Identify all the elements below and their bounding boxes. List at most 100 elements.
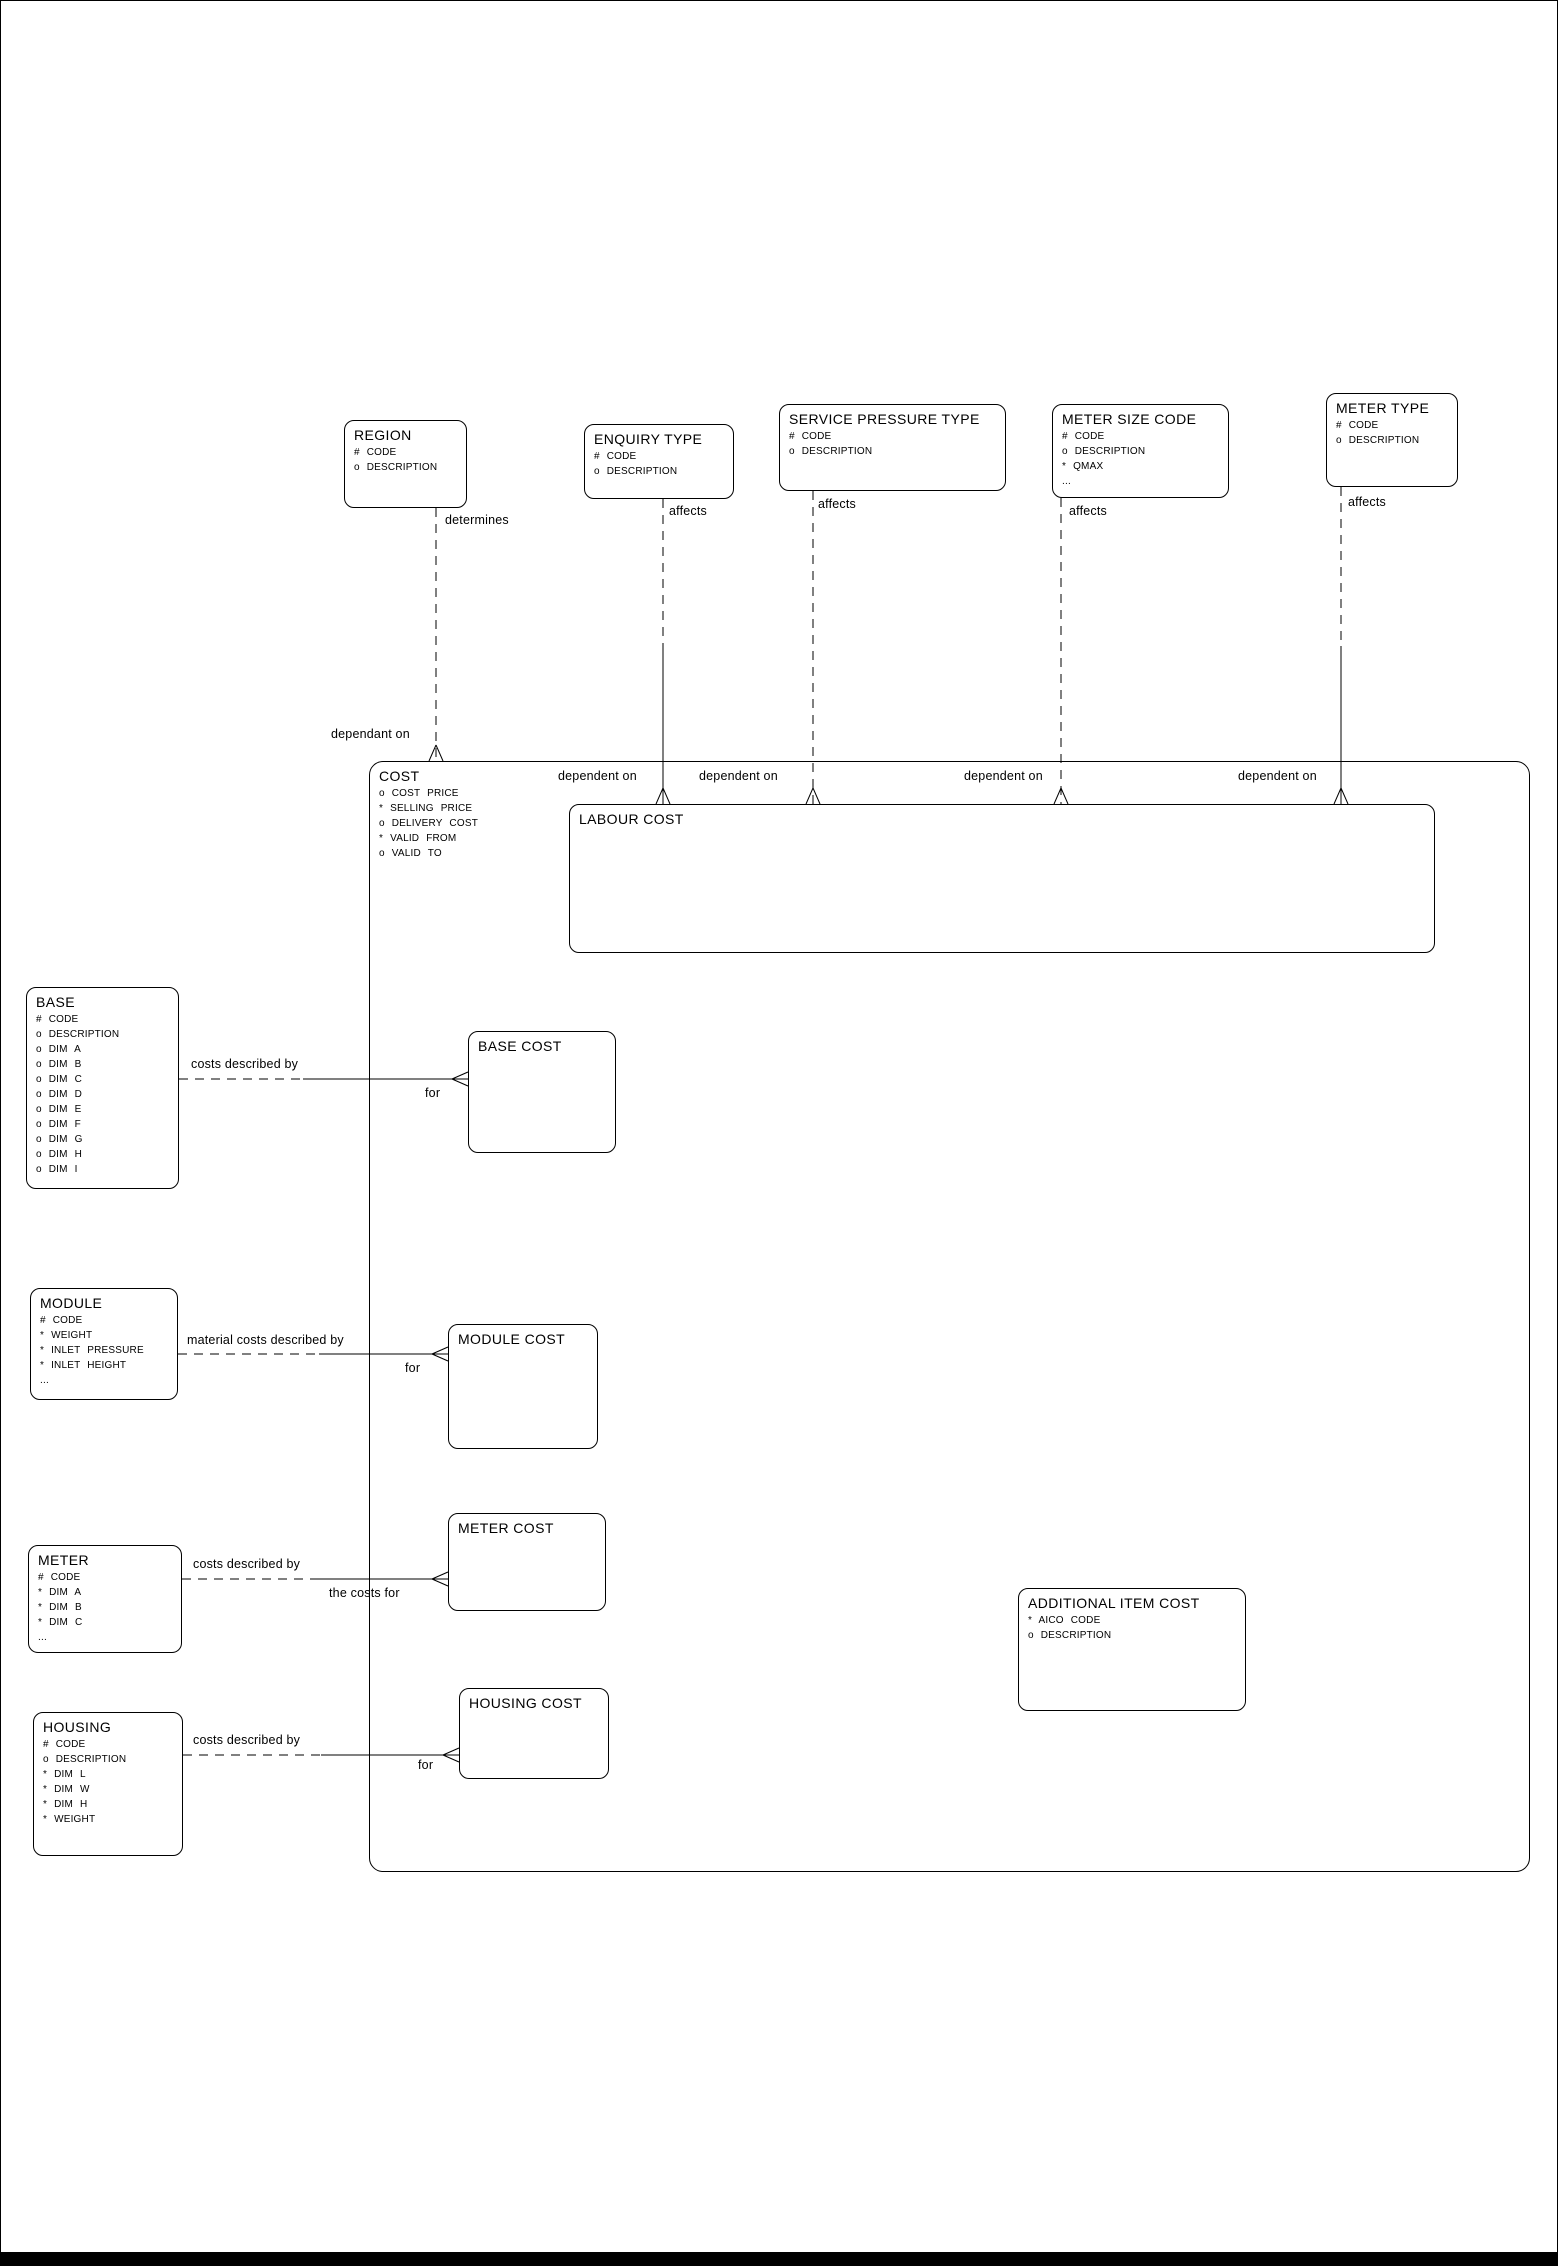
entity-title: METER COST	[458, 1520, 554, 1536]
relationship-label-affects-service: affects	[818, 497, 856, 511]
entity-attribute: o DESCRIPTION	[1028, 1630, 1112, 1641]
window-bottom-edge	[1, 2252, 1557, 2265]
entity-attribute: * DIM W	[43, 1784, 90, 1795]
entity-base[interactable]: BASE # CODE o DESCRIPTION o DIM A o DIM B o …	[26, 987, 179, 1189]
connector-region-cost	[428, 508, 444, 762]
entity-attribute: o DESCRIPTION	[594, 466, 678, 477]
entity-attribute: o DIM G	[36, 1134, 83, 1145]
entity-attribute: o DIM E	[36, 1104, 82, 1115]
entity-attribute: o DESCRIPTION	[43, 1754, 127, 1765]
entity-meter[interactable]: METER # CODE* DIM A* DIM B* DIM C...	[28, 1545, 182, 1653]
entity-module-cost[interactable]: MODULE COST	[448, 1324, 598, 1449]
entity-housing[interactable]: HOUSING # CODE o DESCRIPTION * DIM L * DIM …	[33, 1712, 183, 1856]
relationship-label-module-costs-described-by: material costs described by	[187, 1333, 344, 1347]
entity-attribute-list: # CODE o DESCRIPTION * DIM L * DIM W * DIM H…	[43, 1737, 173, 1827]
entity-attribute: o DIM C	[36, 1074, 83, 1085]
entity-attribute: * INLET PRESSURE	[40, 1345, 144, 1356]
relationship-label-dependant-on: dependant on	[331, 727, 410, 741]
entity-attribute: ...	[40, 1375, 49, 1386]
entity-attribute: # CODE	[1062, 431, 1105, 442]
entity-module[interactable]: MODULE # CODE * WEIGHT * INLET PRESSURE * I…	[30, 1288, 178, 1400]
entity-attribute: * INLET HEIGHT	[40, 1360, 127, 1371]
entity-title: SERVICE PRESSURE TYPE	[789, 411, 980, 427]
entity-attribute-list: # CODE o DESCRIPTION o DIM A o DIM B o DIM C…	[36, 1012, 169, 1177]
relationship-label-base-for: for	[425, 1086, 441, 1100]
entity-title: BASE	[36, 994, 75, 1010]
relationship-label-dependent-on-enquiry: dependent on	[558, 769, 637, 783]
entity-title: LABOUR COST	[579, 811, 684, 827]
entity-title: MODULE COST	[458, 1331, 566, 1347]
entity-attribute: * DIM C	[38, 1617, 83, 1628]
entity-attribute: o DESCRIPTION	[354, 462, 438, 473]
relationship-label-affects-meter-size: affects	[1069, 504, 1107, 518]
entity-title: MODULE	[40, 1295, 103, 1311]
relationship-label-housing-for: for	[418, 1758, 434, 1772]
relationship-label-meter-costs-described-by: costs described by	[193, 1557, 301, 1571]
relationship-label-affects-meter-type: affects	[1348, 495, 1386, 509]
entity-title: COST	[379, 768, 420, 784]
relationship-label-dependent-on-service: dependent on	[699, 769, 778, 783]
entity-attribute: o DIM F	[36, 1119, 81, 1130]
entity-base-cost[interactable]: BASE COST	[468, 1031, 616, 1153]
entity-attribute: ...	[1062, 476, 1071, 487]
entity-housing-cost[interactable]: HOUSING COST	[459, 1688, 609, 1779]
entity-attribute: o DESCRIPTION	[36, 1029, 120, 1040]
entity-attribute: o DIM A	[36, 1044, 81, 1055]
relationship-label-housing-costs-described-by: costs described by	[193, 1733, 301, 1747]
entity-attribute: # CODE	[1336, 420, 1379, 431]
relationship-label-meter-the-costs-for: the costs for	[329, 1586, 400, 1600]
entity-title: ADDITIONAL ITEM COST	[1028, 1595, 1200, 1611]
entity-title: METER SIZE CODE	[1062, 411, 1197, 427]
entity-labour-cost[interactable]: LABOUR COST	[569, 804, 1435, 953]
connector-enquiry-labour	[655, 499, 671, 805]
entity-attribute: o DIM H	[36, 1149, 83, 1160]
entity-title: ENQUIRY TYPE	[594, 431, 703, 447]
entity-attribute: # CODE	[36, 1014, 79, 1025]
entity-attribute: # CODE	[354, 447, 397, 458]
entity-attribute: * WEIGHT	[40, 1330, 93, 1341]
connector-meter-size-labour	[1053, 498, 1069, 805]
connector-meter-type-labour	[1333, 487, 1349, 805]
entity-title: HOUSING	[43, 1719, 112, 1735]
entity-attribute-list: # CODE* DIM A* DIM B* DIM C...	[38, 1570, 172, 1645]
entity-attribute: o VALID TO	[379, 848, 442, 859]
entity-attribute: o COST PRICE	[379, 788, 459, 799]
entity-attribute: * DIM H	[43, 1799, 88, 1810]
entity-attribute: o DIM B	[36, 1059, 82, 1070]
connector-service-labour	[805, 491, 821, 805]
entity-attribute: ...	[38, 1632, 47, 1643]
entity-attribute-list: # CODE * WEIGHT * INLET PRESSURE * INLET HE…	[40, 1313, 168, 1388]
entity-attribute-list: # CODE o DESCRIPTION	[354, 445, 457, 475]
entity-title: REGION	[354, 427, 412, 443]
entity-attribute: # CODE	[43, 1739, 86, 1750]
entity-attribute: o DIM D	[36, 1089, 83, 1100]
relationship-label-dependent-on-meter-type: dependent on	[1238, 769, 1317, 783]
entity-attribute: * WEIGHT	[43, 1814, 96, 1825]
relationship-label-determines: determines	[445, 513, 509, 527]
entity-attribute: # CODE	[38, 1572, 81, 1583]
entity-attribute: # CODE	[40, 1315, 83, 1326]
entity-attribute: o DIM I	[36, 1164, 78, 1175]
entity-attribute: o DESCRIPTION	[1062, 446, 1146, 457]
entity-attribute: * DIM L	[43, 1769, 86, 1780]
relationship-label-base-costs-described-by: costs described by	[191, 1057, 299, 1071]
entity-attribute: * DIM B	[38, 1602, 82, 1613]
entity-title: METER	[38, 1552, 89, 1568]
entity-meter-cost[interactable]: METER COST	[448, 1513, 606, 1611]
entity-title: BASE COST	[478, 1038, 562, 1054]
entity-region[interactable]: REGION # CODE o DESCRIPTION	[344, 420, 467, 508]
relationship-label-dependent-on-meter-size: dependent on	[964, 769, 1043, 783]
relationship-label-affects-enquiry: affects	[669, 504, 707, 518]
